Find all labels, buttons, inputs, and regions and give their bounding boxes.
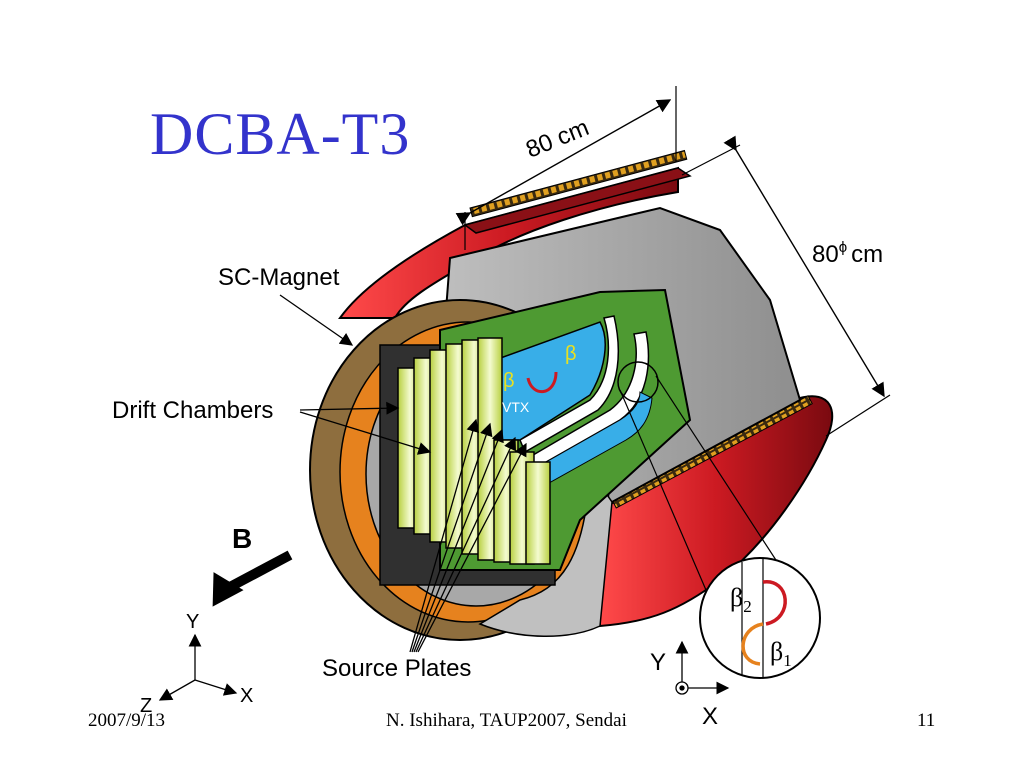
source-plate-1 — [519, 315, 620, 454]
zoom-circle — [699, 557, 821, 679]
magnet-cut-face — [478, 467, 613, 637]
zoom-line — [619, 389, 713, 605]
magnet-shell-bottom — [599, 395, 834, 628]
drift-leader — [299, 411, 432, 455]
zoom-source-circle — [617, 361, 659, 403]
beta2-label: β2 — [730, 583, 752, 616]
drift-chamber-stack — [397, 337, 551, 565]
vtx-label: VTX — [502, 399, 530, 415]
footer-author: N. Ishihara, TAUP2007, Sendai — [386, 710, 627, 731]
field-arrow — [212, 550, 293, 607]
page-number: 11 — [917, 710, 935, 731]
drift-chamber-plate — [525, 461, 551, 565]
axis-left-z: Z — [140, 695, 152, 717]
length-label: 80 cm — [522, 114, 593, 164]
axis-left-y: Y — [186, 611, 199, 633]
sc-magnet-label: SC-Magnet — [218, 264, 340, 291]
beta2-track — [762, 580, 787, 626]
drift-leader — [299, 401, 400, 415]
axis-right-y: Y — [650, 649, 666, 676]
beta-track-red — [526, 371, 558, 394]
sc-magnet-leader — [279, 294, 354, 346]
source-plates-label: Source Plates — [322, 655, 471, 682]
beta-symbol-left: β — [503, 370, 515, 392]
slide-title: DCBA-T3 — [150, 101, 411, 167]
zoom-inset: β2 β1 — [619, 375, 821, 679]
beta-symbol-right: β — [565, 343, 577, 365]
axis-left-x: X — [240, 685, 253, 707]
detector-interior: β β VTX — [379, 288, 692, 586]
footer-date: 2007/9/13 — [88, 710, 165, 731]
axes-right — [675, 640, 730, 695]
beta1-label: β1 — [770, 637, 792, 670]
axes-left — [158, 633, 238, 701]
vtx-region — [494, 321, 606, 441]
drift-chambers-label: Drift Chambers — [112, 397, 273, 424]
field-b-label: B — [232, 523, 252, 554]
beta1-track — [741, 622, 764, 666]
axis-right-x: X — [702, 703, 718, 730]
source-leaders — [409, 418, 527, 653]
